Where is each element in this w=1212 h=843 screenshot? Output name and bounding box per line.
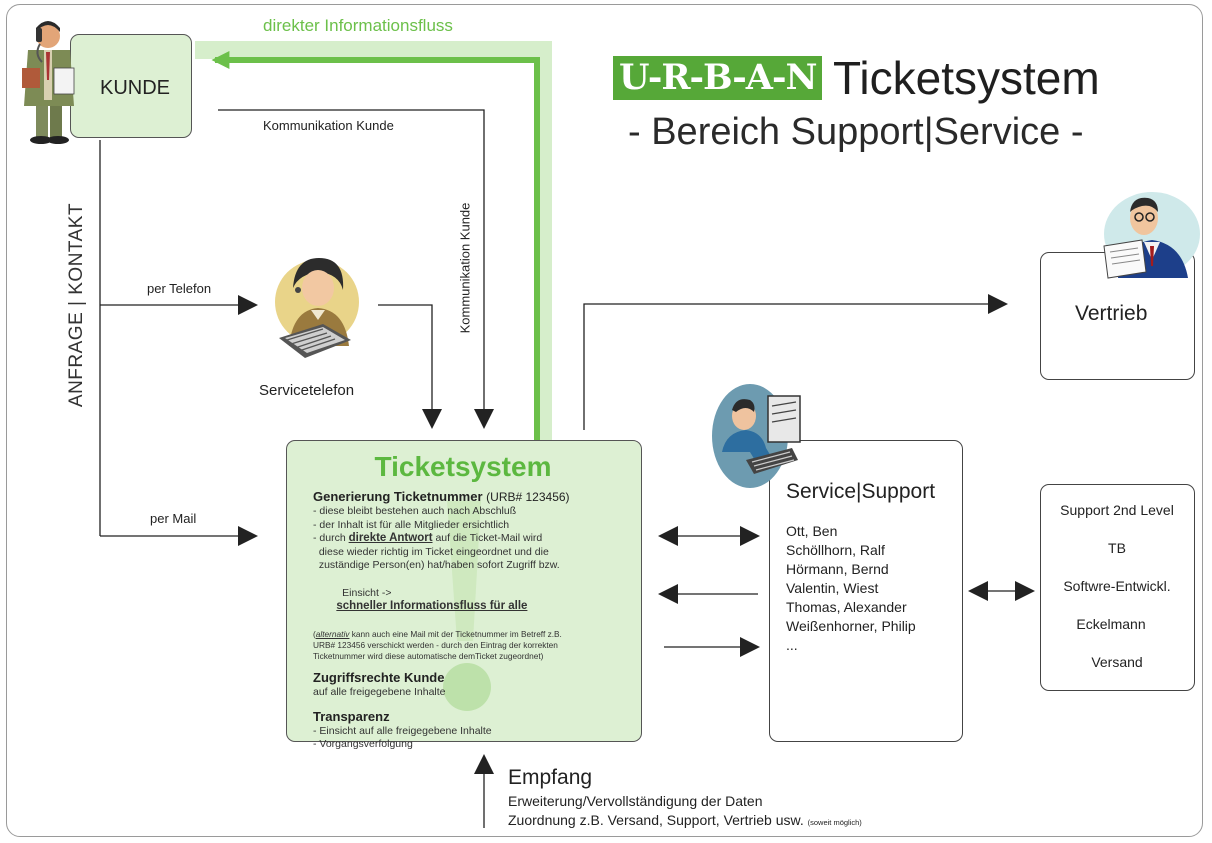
ticketsystem-watermark bbox=[443, 501, 491, 711]
alt-line-1: (alternativ kann auch eine Mail mit der … bbox=[313, 629, 562, 640]
direkte-antwort-text: direkte Antwort bbox=[348, 532, 433, 545]
service-name-2: Schöllhorn, Ralf bbox=[786, 542, 885, 558]
brand-logo: U-R-B-A-N bbox=[613, 56, 823, 100]
empfang-line-2: Zuordnung z.B. Versand, Support, Vertrie… bbox=[508, 812, 862, 828]
alt-line-2: URB# 123456 verschickt werden - durch de… bbox=[313, 639, 558, 650]
generierung-heading-text: Generierung Ticketnummer bbox=[313, 489, 483, 504]
service-support-title: Service|Support bbox=[786, 480, 936, 503]
zugriffsrechte-heading: Zugriffsrechte Kunde bbox=[313, 670, 445, 686]
empfang-line-2-text: Zuordnung z.B. Versand, Support, Vertrie… bbox=[508, 812, 804, 828]
service-name-3: Hörmann, Bernd bbox=[786, 561, 889, 577]
direct-flow-label: direkter Informationsfluss bbox=[263, 16, 453, 35]
direct-flow-band bbox=[195, 41, 552, 440]
transparenz-line-1: - Einsicht auf alle freigegebene Inhalte bbox=[313, 724, 492, 737]
komm-vertical-label: Kommunikation Kunde bbox=[457, 202, 473, 334]
empfang-small-note: (soweit möglich) bbox=[807, 818, 862, 827]
second-level-item-1: Support 2nd Level bbox=[1060, 502, 1174, 518]
gen-line-3-post: auf die Ticket-Mail wird bbox=[435, 532, 543, 545]
gen-line-6-pre: Einsicht -> bbox=[336, 586, 392, 599]
ticket-code: (URB# 123456) bbox=[486, 490, 570, 504]
servicetelefon-label: Servicetelefon bbox=[259, 382, 355, 399]
gen-line-3: - durch direkte Antwort auf die Ticket-M… bbox=[313, 532, 633, 546]
transparenz-heading: Transparenz bbox=[313, 708, 390, 724]
alt-line-1-text: kann auch eine Mail mit der Ticketnummer… bbox=[351, 629, 562, 640]
ticketsystem-title: Ticketsystem bbox=[374, 451, 552, 482]
service-name-7: ... bbox=[786, 637, 798, 653]
alternativ-word: alternativ bbox=[315, 629, 350, 640]
second-level-item-5: Versand bbox=[1091, 654, 1143, 670]
service-name-6: Weißenhorner, Philip bbox=[786, 618, 916, 634]
service-name-1: Ott, Ben bbox=[786, 523, 838, 539]
direct-flow-arrow bbox=[211, 51, 540, 440]
empfang-line-1: Erweiterung/Vervollständigung der Daten bbox=[508, 793, 763, 809]
ticketsystem-box: Ticketsystem Generierung Ticketnummer (U… bbox=[286, 440, 642, 750]
kunde-label: KUNDE bbox=[100, 77, 171, 99]
sales-person-icon bbox=[1103, 192, 1200, 279]
komm-horizontal-label: Kommunikation Kunde bbox=[263, 118, 394, 133]
gen-line-6: Einsicht -> schneller Informationsfluss … bbox=[313, 573, 633, 627]
second-level-box bbox=[1040, 484, 1195, 691]
gen-line-3-pre: - durch bbox=[313, 532, 346, 545]
zugriffsrechte-line: auf alle freigegebene Inhalte bbox=[313, 686, 446, 699]
service-names-list: Ott, Ben Schöllhorn, Ralf Hörmann, Bernd… bbox=[786, 522, 916, 655]
gen-line-4: diese wieder richtig im Ticket eingeordn… bbox=[313, 545, 549, 558]
service-name-5: Thomas, Alexander bbox=[786, 599, 907, 615]
telefon-ticket-arrow bbox=[378, 304, 442, 429]
per-telefon-label: per Telefon bbox=[147, 281, 212, 296]
transparenz-line-2: - Vorgangsverfolgung bbox=[313, 738, 413, 751]
service-phone-person-icon bbox=[275, 258, 359, 358]
computer-person-icon bbox=[712, 384, 801, 488]
per-mail-label: per Mail bbox=[150, 511, 197, 526]
alt-line-3: Ticketnummer wird diese automatische dem… bbox=[313, 650, 544, 661]
gen-line-5: zuständige Person(en) hat/haben sofort Z… bbox=[313, 559, 560, 572]
gen-line-1: - diese bleibt bestehen auch nach Abschl… bbox=[313, 505, 517, 517]
service-name-4: Valentin, Wiest bbox=[786, 580, 879, 596]
empfang-title: Empfang bbox=[508, 766, 593, 789]
ticketsystem-content: Ticketsystem Generierung Ticketnummer (U… bbox=[313, 451, 633, 752]
kunde-box bbox=[70, 34, 192, 138]
ticket-vertrieb-arrow bbox=[583, 294, 1008, 430]
second-level-item-2: TB bbox=[1108, 540, 1126, 556]
gen-line-2: - der Inhalt ist für alle Mitglieder ers… bbox=[313, 518, 510, 531]
anfrage-kontakt-label: ANFRAGE | KONTAKT bbox=[66, 202, 87, 408]
generierung-heading: Generierung Ticketnummer (URB# 123456) bbox=[313, 489, 633, 505]
service-support-box bbox=[769, 440, 963, 742]
komm-line bbox=[218, 109, 494, 429]
second-level-item-3: Softwre-Entwickl. bbox=[1063, 578, 1171, 594]
page-title: Ticketsystem bbox=[833, 52, 1100, 104]
vertrieb-label: Vertrieb bbox=[1075, 302, 1148, 325]
page-subtitle: - Bereich Support|Service - bbox=[628, 111, 1084, 153]
outer-frame bbox=[6, 4, 1203, 837]
second-level-item-4: Eckelmann bbox=[1076, 616, 1146, 632]
customer-person-icon bbox=[22, 21, 75, 144]
informationsfluss-text: schneller Informationsfluss für alle bbox=[336, 600, 528, 613]
